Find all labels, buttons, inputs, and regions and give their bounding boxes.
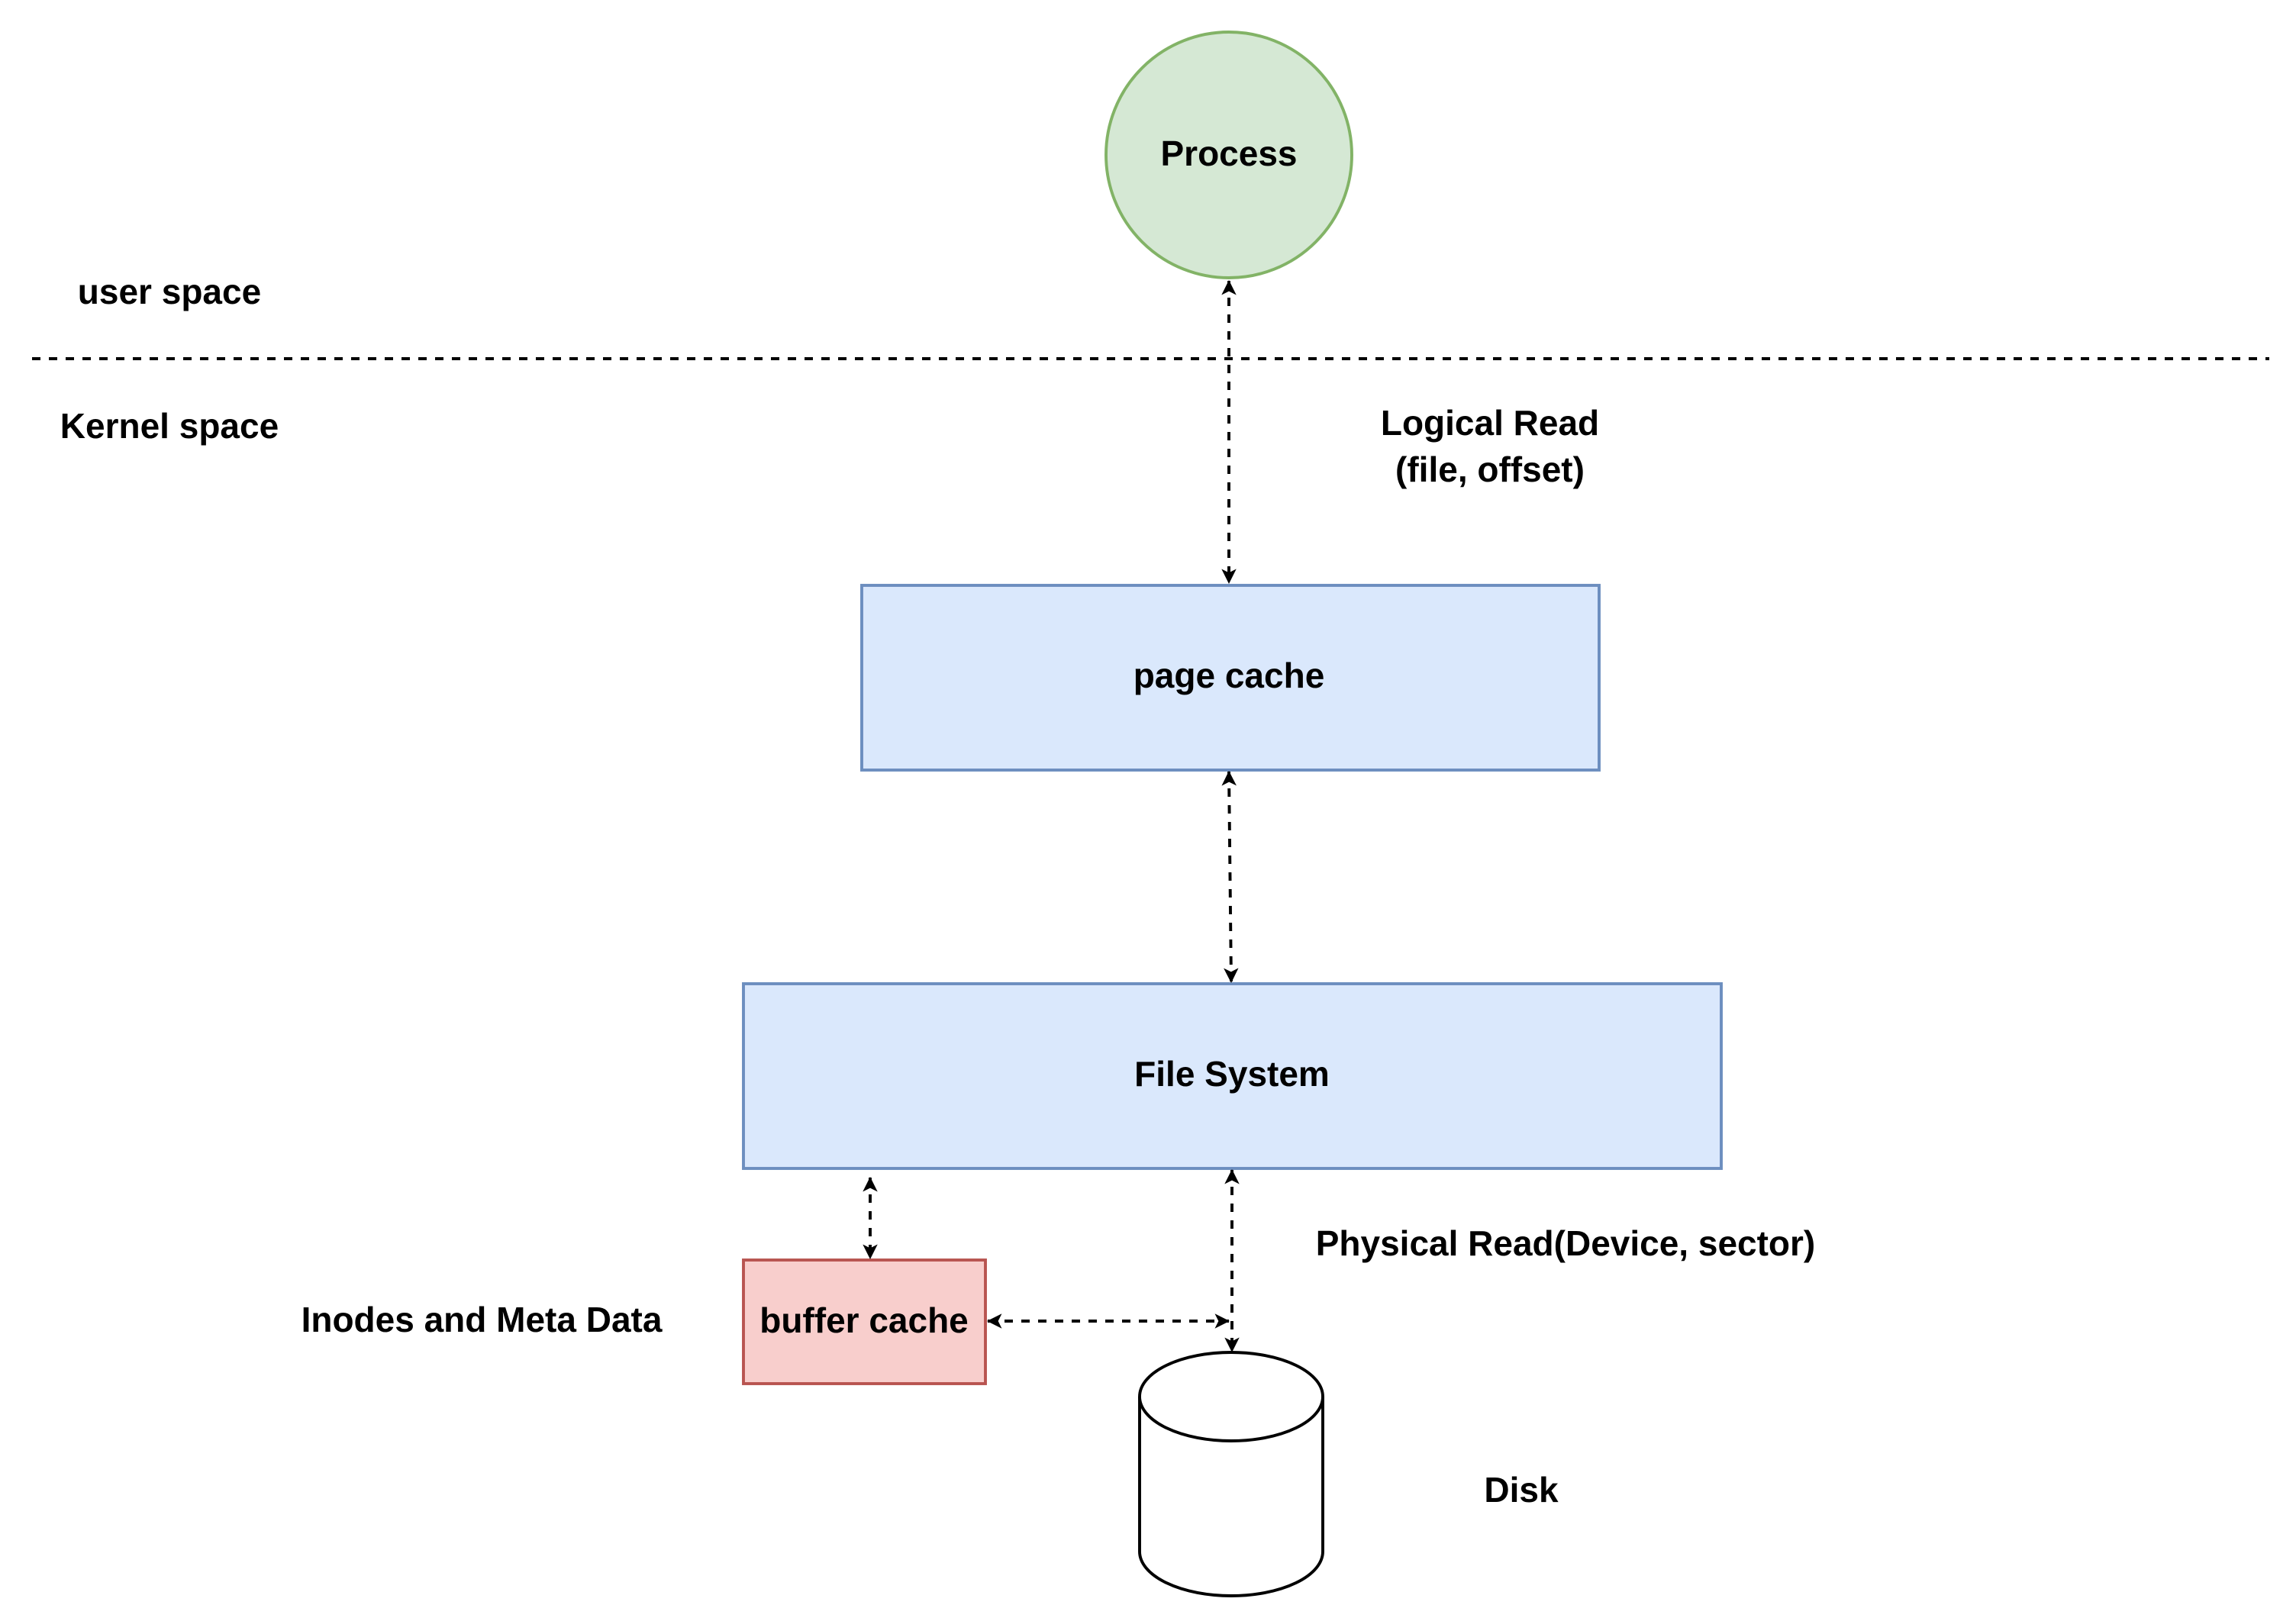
process-circle [1104,31,1353,279]
disk-label: Disk [1484,1470,1559,1510]
disk-cylinder-body [1138,1397,1324,1597]
file-system-node[interactable]: File System [742,982,1723,1170]
kernel-space-label: Kernel space [60,406,279,446]
buffer-cache-node[interactable]: buffer cache [742,1258,987,1385]
buffer-cache-label: buffer cache [759,1300,969,1340]
disk-node[interactable] [1138,1351,1324,1597]
file-system-box [742,982,1723,1170]
buffer-cache-box [742,1258,987,1385]
page-cache-label: page cache [1133,656,1325,695]
edge-page-cache-file-system [1221,771,1239,983]
logical-read-label-line2: (file, offset) [1395,450,1585,489]
disk-cylinder-top [1138,1351,1324,1442]
page-cache-box [860,584,1601,772]
inodes-meta-label: Inodes and Meta Data [302,1300,663,1339]
page-cache-node[interactable]: page cache [860,584,1601,772]
user-space-label: user space [78,272,261,311]
logical-read-label-line1: Logical Read [1381,403,1599,443]
file-system-label: File System [1134,1054,1330,1094]
process-node[interactable]: Process [1104,31,1353,279]
physical-read-label: Physical Read(Device, sector) [1316,1223,1816,1263]
process-label: Process [1160,134,1297,173]
